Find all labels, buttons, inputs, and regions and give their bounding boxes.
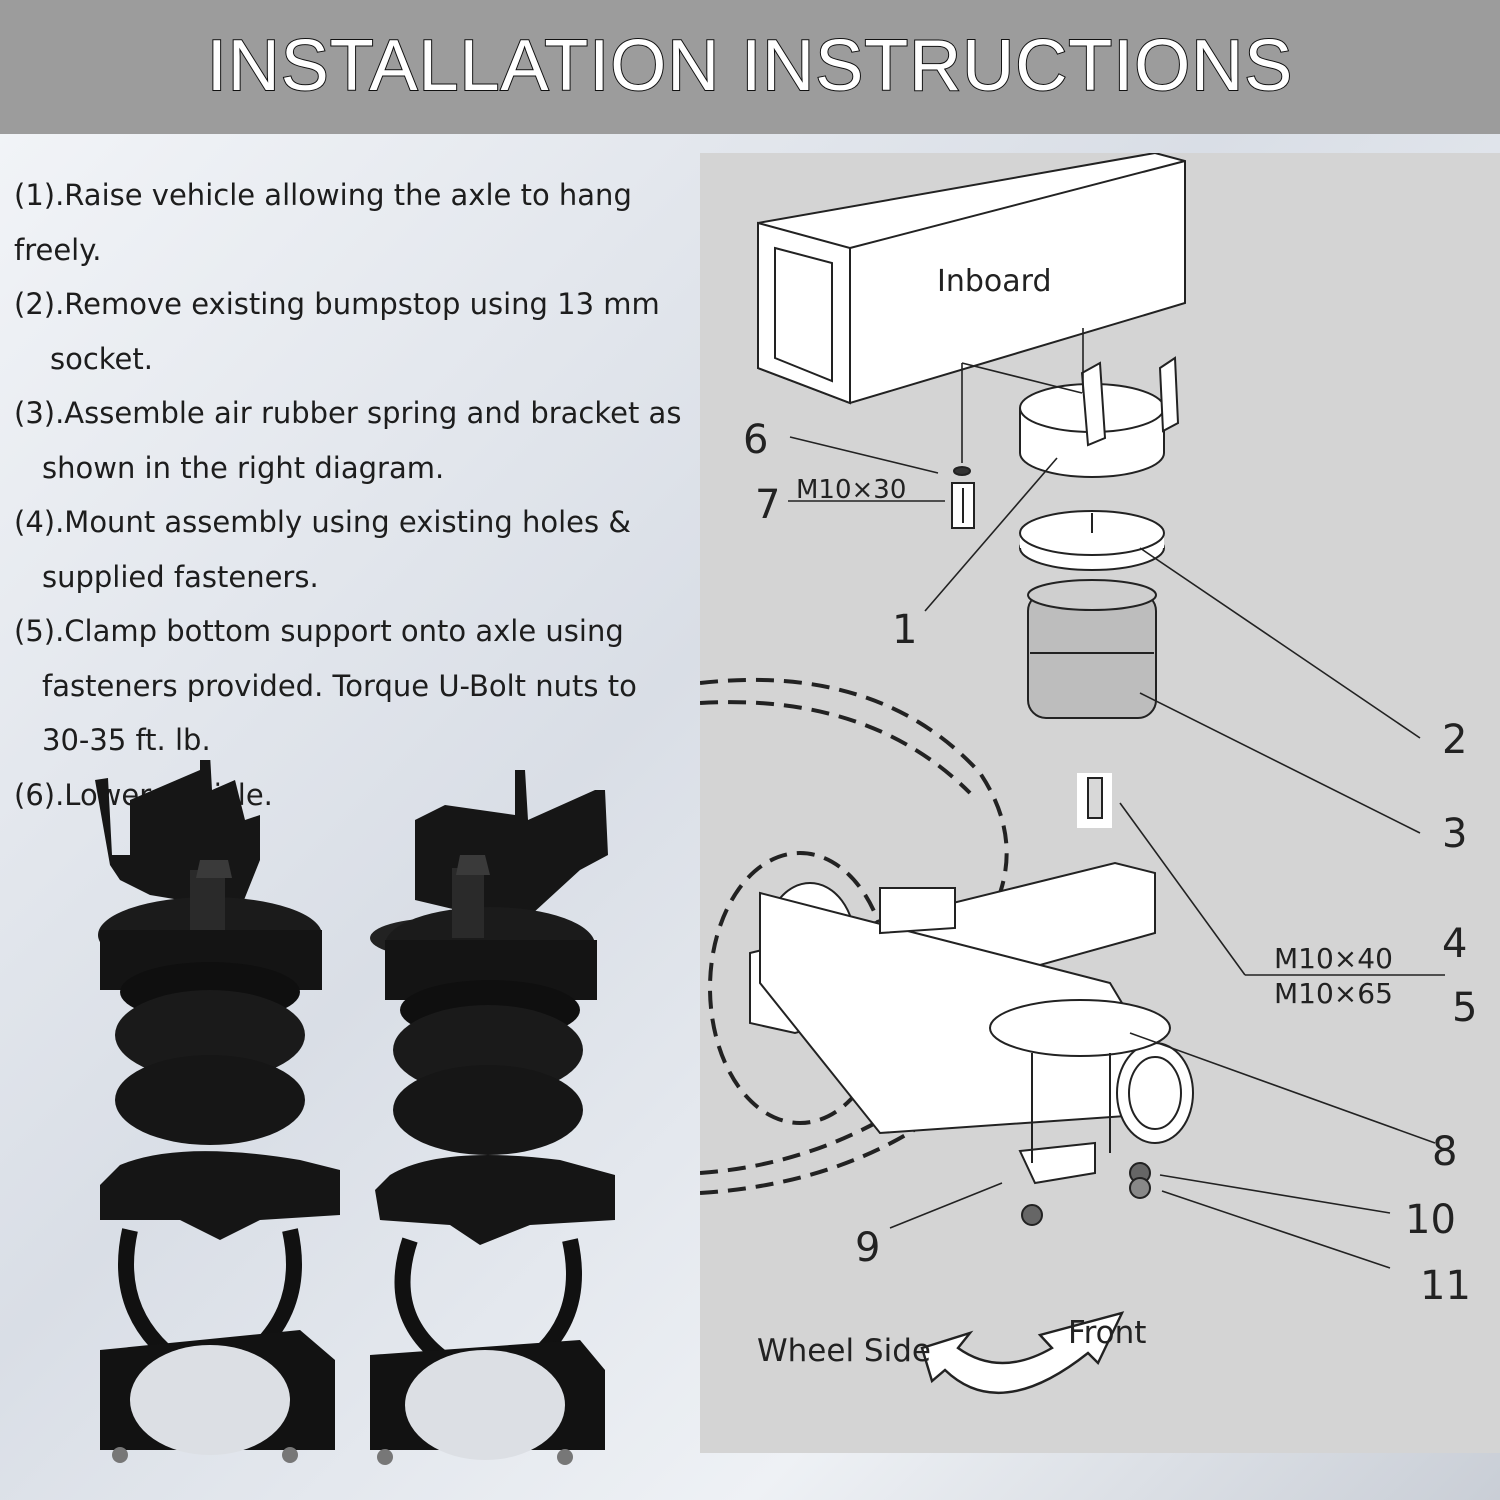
top-plate xyxy=(1019,510,1165,571)
callout-2: 2 xyxy=(1442,717,1467,763)
step-1-line-1: (1).Raise vehicle allowing the axle to h… xyxy=(14,178,632,267)
air-spring xyxy=(1027,579,1157,719)
step-5-line-1: (5).Clamp bottom support onto axle using xyxy=(14,614,624,648)
top-bolt xyxy=(951,466,975,529)
lower-bolt xyxy=(1077,773,1112,828)
step-4-line-1: (4).Mount assembly using existing holes … xyxy=(14,505,631,539)
callout-11: 11 xyxy=(1420,1263,1471,1309)
callout-1: 1 xyxy=(892,607,917,653)
step-5-line-3: 30-35 ft. lb. xyxy=(42,723,211,757)
direction-arrow xyxy=(920,1311,1125,1395)
step-4: (4).Mount assembly using existing holes … xyxy=(14,495,704,604)
leader-lines xyxy=(788,328,1445,1269)
bolt-size-m10x65: M10×65 xyxy=(1274,977,1393,1010)
air-spring-right xyxy=(370,770,608,1155)
bolt-size-m10x40: M10×40 xyxy=(1274,942,1393,975)
frame-rail xyxy=(757,153,1186,405)
page-title: INSTALLATION INSTRUCTIONS xyxy=(206,25,1294,107)
bottom-bracket-right xyxy=(370,1155,615,1465)
bolt-size-m10x30: M10×30 xyxy=(796,475,906,505)
callout-8: 8 xyxy=(1432,1129,1457,1175)
front-label: Front xyxy=(1068,1315,1146,1351)
step-5: (5).Clamp bottom support onto axle using… xyxy=(14,604,704,768)
callout-9: 9 xyxy=(855,1225,880,1271)
exploded-diagram: Inboard xyxy=(700,153,1477,1395)
air-spring-left xyxy=(95,760,322,1145)
product-photo xyxy=(95,760,615,1465)
callout-5: 5 xyxy=(1452,985,1477,1031)
top-bracket xyxy=(1019,356,1180,478)
step-1: (1).Raise vehicle allowing the axle to h… xyxy=(14,168,704,277)
wheel-side-label: Wheel Side xyxy=(757,1333,931,1369)
callout-10: 10 xyxy=(1405,1197,1456,1243)
diagram-panel: Inboard xyxy=(700,153,1500,1453)
step-3-line-1: (3).Assemble air rubber spring and brack… xyxy=(14,396,682,430)
header-bar: INSTALLATION INSTRUCTIONS xyxy=(0,0,1500,134)
instruction-steps: (1).Raise vehicle allowing the axle to h… xyxy=(14,168,704,822)
step-2-line-1: (2).Remove existing bumpstop using 13 mm xyxy=(14,287,660,321)
inboard-label: Inboard xyxy=(937,264,1052,299)
step-3: (3).Assemble air rubber spring and brack… xyxy=(14,386,704,495)
axle-assembly xyxy=(749,861,1194,1226)
callout-6: 6 xyxy=(743,417,768,463)
callout-4: 4 xyxy=(1442,921,1467,967)
step-5-line-2: fasteners provided. Torque U-Bolt nuts t… xyxy=(42,668,637,703)
callout-7: 7 xyxy=(755,482,780,528)
step-3-line-2: shown in the right diagram. xyxy=(42,450,445,485)
step-2: (2).Remove existing bumpstop using 13 mm… xyxy=(14,277,704,386)
step-4-line-2: supplied fasteners. xyxy=(42,559,319,594)
callout-3: 3 xyxy=(1442,811,1467,857)
bottom-bracket-left xyxy=(100,1151,340,1463)
step-2-line-2: socket. xyxy=(50,341,153,376)
